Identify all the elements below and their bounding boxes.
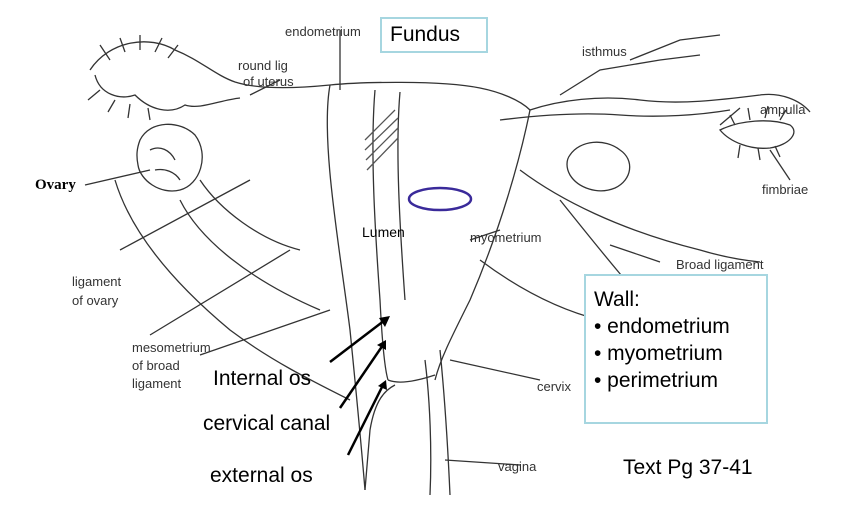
label-fimbriae: fimbriae bbox=[762, 182, 809, 197]
label-round-lig: round lig bbox=[238, 58, 288, 73]
wall-item-endometrium: • endometrium bbox=[594, 315, 730, 338]
fundus-box: Fundus bbox=[380, 17, 488, 53]
wall-item-perimetrium: • perimetrium bbox=[594, 369, 719, 392]
label-text-page-ref: Text Pg 37-41 bbox=[623, 456, 753, 479]
label-isthmus: isthmus bbox=[582, 44, 627, 59]
label-ligament: ligament bbox=[72, 274, 122, 289]
label-broad-ligament: Broad ligament bbox=[676, 257, 764, 272]
label-myometrium: myometrium bbox=[470, 230, 542, 245]
label-of-ovary: of ovary bbox=[72, 293, 119, 308]
label-ampulla: ampulla bbox=[760, 102, 806, 117]
arrow-cervical-canal bbox=[338, 344, 385, 409]
label-cervix: cervix bbox=[537, 379, 571, 394]
label-of-uterus: of uterus bbox=[243, 74, 294, 89]
label-vagina: vagina bbox=[498, 459, 537, 474]
label-endometrium-top: endometrium bbox=[285, 24, 361, 39]
label-external-os: external os bbox=[210, 464, 313, 487]
label-lumen: Lumen bbox=[362, 224, 405, 240]
label-cervical-canal: cervical canal bbox=[203, 412, 331, 435]
arrow-external-os bbox=[346, 384, 385, 456]
label-ligament-2: ligament bbox=[132, 376, 182, 391]
label-internal-os: Internal os bbox=[213, 367, 312, 390]
wall-item-myometrium: • myometrium bbox=[594, 342, 723, 365]
label-of-broad: of broad bbox=[132, 358, 180, 373]
wall-layers-box: Wall: • endometrium • myometrium • perim… bbox=[584, 274, 768, 424]
arrow-internal-os bbox=[329, 319, 386, 363]
label-ovary: Ovary bbox=[35, 177, 76, 193]
wall-title: Wall: bbox=[594, 288, 640, 311]
lumen-highlight-ellipse bbox=[407, 186, 473, 212]
label-mesometrium: mesometrium bbox=[132, 340, 211, 355]
label-fundus: Fundus bbox=[390, 23, 461, 46]
